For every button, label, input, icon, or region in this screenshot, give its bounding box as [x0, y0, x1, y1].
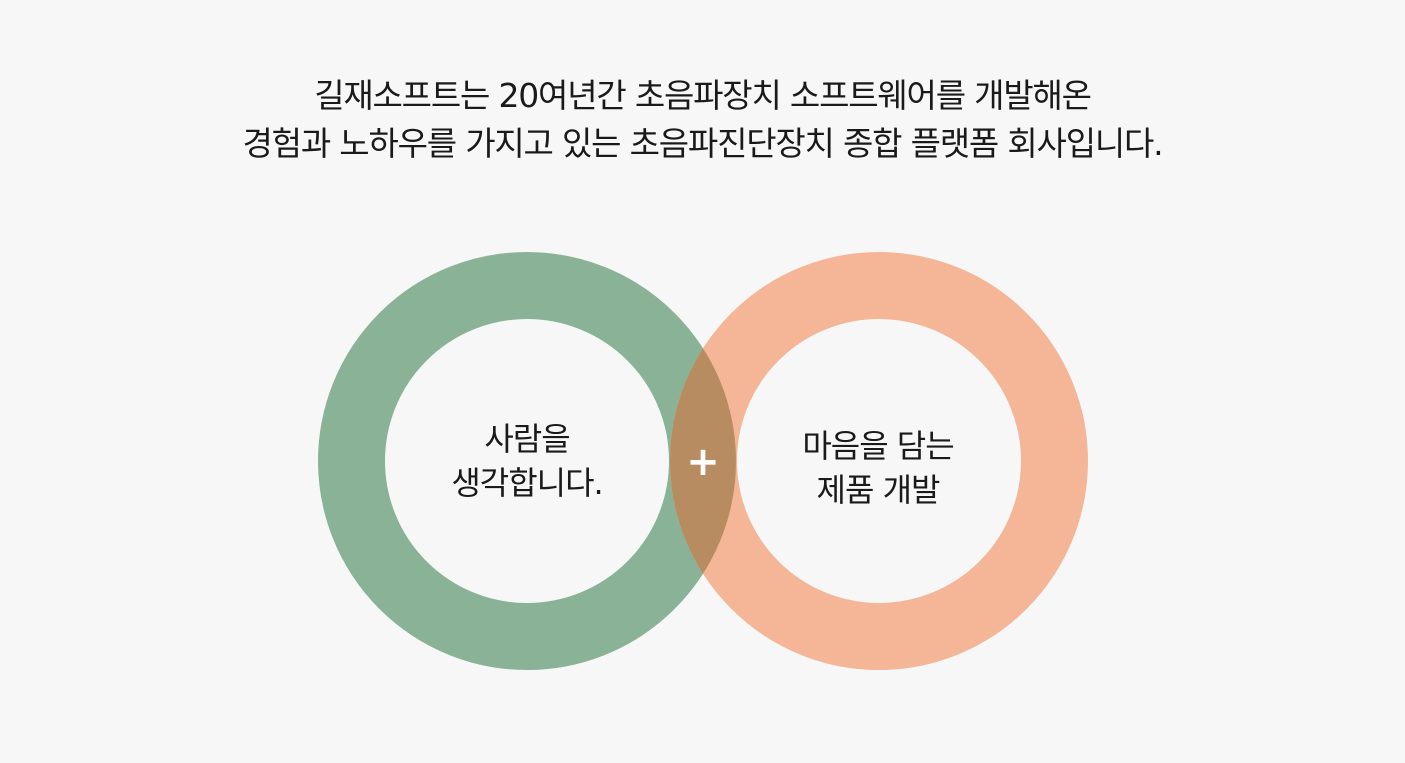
plus-icon: +	[686, 439, 720, 485]
intro-line-1: 길재소프트는 20여년간 초음파장치 소프트웨어를 개발해온	[314, 76, 1092, 115]
ring-overlap	[670, 252, 1088, 670]
left-circle-label: 사람을 생각합니다.	[377, 417, 677, 505]
right-circle-line-2: 제품 개발	[816, 471, 941, 509]
intro-text: 길재소프트는 20여년간 초음파장치 소프트웨어를 개발해온 경험과 노하우를 …	[0, 72, 1405, 168]
right-circle-line-1: 마음을 담는	[802, 427, 954, 465]
right-circle-label: 마음을 담는 제품 개발	[728, 424, 1028, 512]
left-circle-line-2: 생각합니다.	[451, 464, 603, 502]
intro-line-2: 경험과 노하우를 가지고 있는 초음파진단장치 종합 플랫폼 회사입니다.	[242, 124, 1164, 163]
left-circle-line-1: 사람을	[484, 420, 570, 458]
